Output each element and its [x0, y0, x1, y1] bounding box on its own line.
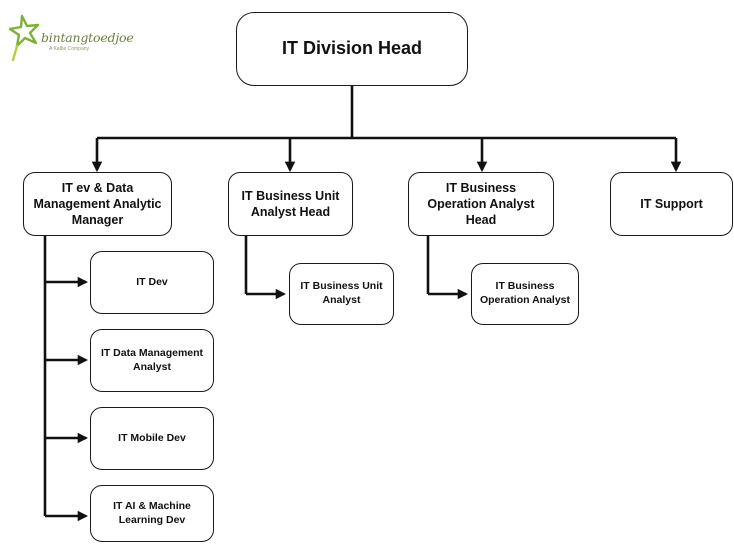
it-bo-analyst-box: IT Business Operation Analyst [471, 263, 579, 325]
it-ai-ml-dev-box: IT AI & Machine Learning Dev [90, 485, 214, 542]
it-division-head-box: IT Division Head [236, 12, 468, 86]
company-logo: bintangtoedjoe A Kalbe Company [8, 14, 158, 64]
it-data-mgmt-analyst-label: IT Data Management Analyst [100, 346, 204, 373]
it-mobile-dev-label: IT Mobile Dev [118, 431, 186, 444]
it-dev-box: IT Dev [90, 251, 214, 314]
bu-analyst-head-label: IT Business Unit Analyst Head [241, 188, 340, 219]
dev-data-manager-label: IT ev & Data Management Analytic Manager [33, 180, 162, 228]
bo-analyst-head-label: IT Business Operation Analyst Head [427, 180, 535, 228]
it-bu-analyst-label: IT Business Unit Analyst [300, 280, 383, 306]
it-support-label: IT Support [640, 196, 703, 211]
dev-data-manager-box: IT ev & Data Management Analytic Manager [23, 172, 172, 236]
logo-brand-text: bintangtoedjoe [41, 30, 134, 45]
logo-tagline: A Kalbe Company [49, 46, 90, 52]
it-bu-analyst-box: IT Business Unit Analyst [289, 263, 394, 325]
star-leaf-icon [8, 14, 40, 62]
bo-analyst-head-box: IT Business Operation Analyst Head [408, 172, 554, 236]
it-dev-label: IT Dev [136, 275, 168, 288]
it-division-head-label: IT Division Head [281, 38, 423, 59]
it-mobile-dev-box: IT Mobile Dev [90, 407, 214, 470]
it-support-box: IT Support [610, 172, 733, 236]
it-data-mgmt-analyst-box: IT Data Management Analyst [90, 329, 214, 392]
bu-analyst-head-box: IT Business Unit Analyst Head [228, 172, 353, 236]
it-bo-analyst-label: IT Business Operation Analyst [479, 280, 571, 306]
it-ai-ml-dev-label: IT AI & Machine Learning Dev [113, 499, 191, 526]
